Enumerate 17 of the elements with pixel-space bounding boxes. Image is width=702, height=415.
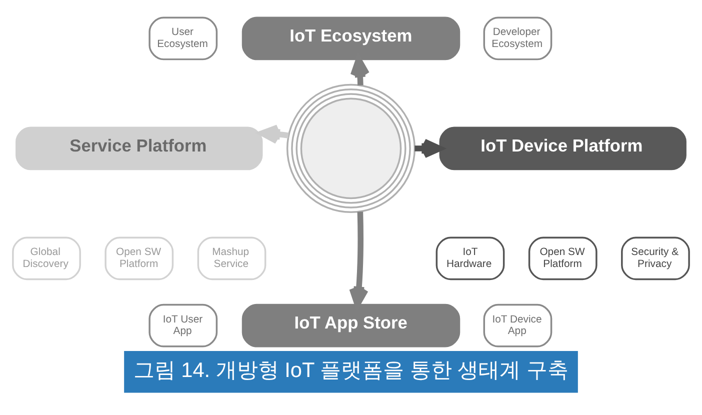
node-box: IoT User App xyxy=(148,304,218,348)
node-box: Service Platform xyxy=(16,126,263,170)
node-box: IoT Device Platform xyxy=(439,126,686,170)
caption: 그림 14. 개방형 IoT 플랫폼을 통한 생태계 구축 xyxy=(133,358,569,382)
node-box: IoT Device App xyxy=(483,304,552,348)
node-picture xyxy=(286,84,416,213)
arrow xyxy=(414,138,443,158)
node-box: Open SW Platform xyxy=(528,236,598,280)
node-box: Global Discovery xyxy=(12,236,81,280)
node-box: IoT Ecosystem xyxy=(242,16,460,60)
node-box: Open SW Platform xyxy=(104,236,174,280)
node-box: Security & Privacy xyxy=(621,236,690,280)
node-box: Mashup Service xyxy=(197,236,266,280)
node-box: User Ecosystem xyxy=(148,16,218,60)
node-box: Developer Ecosystem xyxy=(483,16,552,60)
node-box: IoT App Store xyxy=(242,304,460,348)
node-box: IoT Hardware xyxy=(436,236,505,280)
